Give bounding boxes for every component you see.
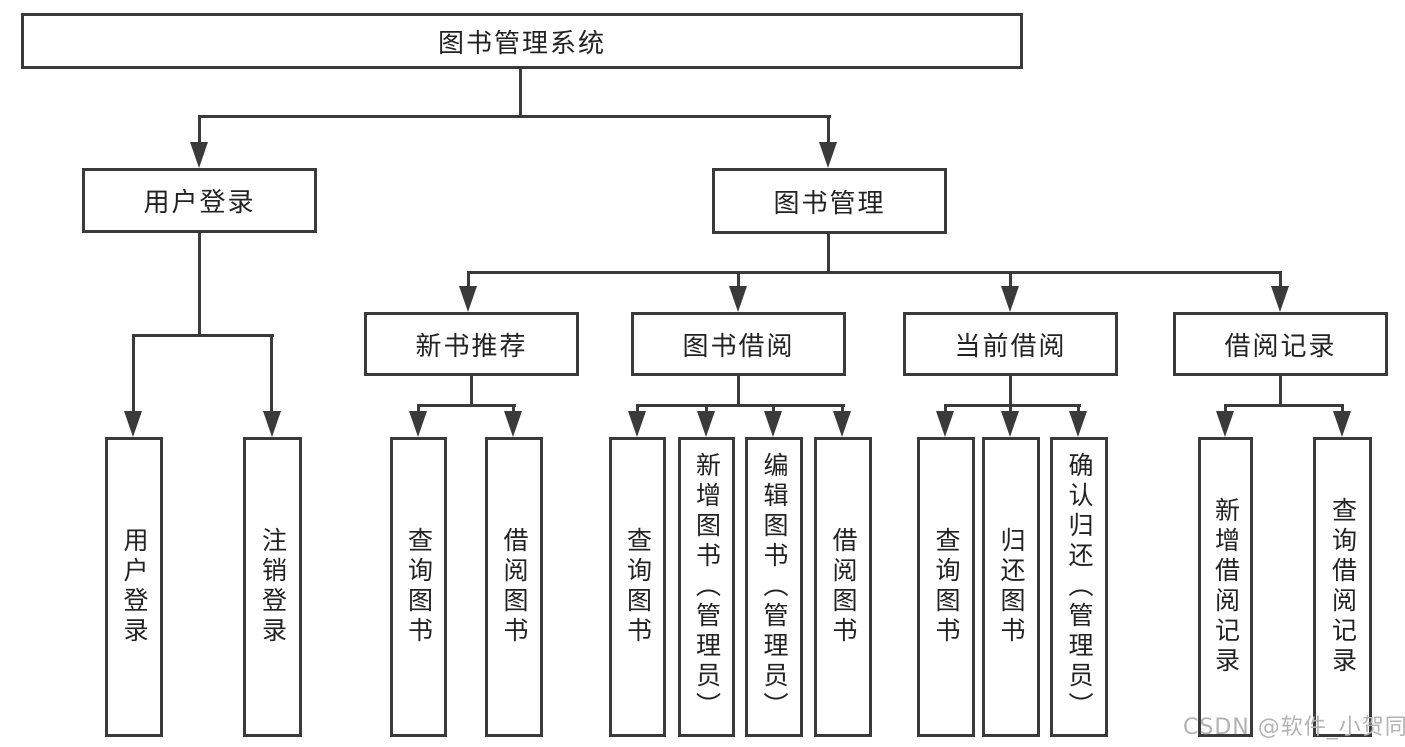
connector-line bbox=[198, 115, 831, 118]
arrow-down-icon bbox=[190, 142, 208, 168]
connector-line bbox=[467, 271, 470, 288]
arrow-down-icon bbox=[1333, 411, 1351, 437]
connector-line bbox=[737, 376, 740, 407]
connector-line bbox=[944, 404, 1081, 407]
connector-line bbox=[827, 234, 830, 273]
connector-line bbox=[841, 404, 844, 413]
connector-line bbox=[827, 115, 830, 146]
arrow-down-icon bbox=[1001, 411, 1019, 437]
leaf-record-query: 查询借阅记录 bbox=[1313, 437, 1372, 737]
watermark: CSDN @软件_小贺同学 bbox=[1183, 715, 1405, 740]
leaf-current-return-book: 归还图书 bbox=[982, 437, 1040, 737]
node-new-book-recommend: 新书推荐 bbox=[364, 312, 579, 376]
leaf-logout: 注销登录 bbox=[243, 437, 302, 737]
connector-line bbox=[1224, 404, 1227, 413]
connector-line bbox=[772, 404, 775, 413]
connector-line bbox=[1279, 376, 1282, 407]
leaf-user-login: 用户登录 bbox=[105, 437, 163, 737]
connector-line bbox=[1009, 404, 1012, 413]
arrow-down-icon bbox=[124, 411, 142, 437]
arrow-down-icon bbox=[1271, 286, 1289, 312]
arrow-down-icon bbox=[459, 286, 477, 312]
connector-line bbox=[1224, 404, 1344, 407]
connector-line bbox=[519, 69, 522, 117]
connector-line bbox=[636, 404, 845, 407]
leaf-borrow-add-book-admin: 新增图书（管理员） bbox=[678, 437, 735, 737]
connector-line bbox=[1341, 404, 1344, 413]
connector-line bbox=[467, 271, 1281, 274]
connector-line bbox=[132, 334, 274, 337]
connector-line bbox=[636, 404, 639, 413]
node-user-login: 用户登录 bbox=[82, 168, 317, 233]
arrow-down-icon bbox=[819, 142, 837, 168]
arrow-down-icon bbox=[263, 411, 281, 437]
leaf-borrow-query-book: 查询图书 bbox=[609, 437, 666, 737]
connector-line bbox=[705, 404, 708, 413]
connector-line bbox=[198, 115, 201, 146]
node-book-management: 图书管理 bbox=[712, 168, 947, 234]
node-root: 图书管理系统 bbox=[21, 13, 1023, 69]
arrow-down-icon bbox=[409, 411, 427, 437]
node-book-borrowing: 图书借阅 bbox=[631, 312, 846, 376]
connector-line bbox=[132, 334, 135, 415]
connector-line bbox=[417, 404, 420, 413]
leaf-borrow-borrow-book: 借阅图书 bbox=[814, 437, 872, 737]
leaf-borrow-edit-book-admin: 编辑图书（管理员） bbox=[745, 437, 803, 737]
connector-line bbox=[198, 233, 201, 336]
arrow-down-icon bbox=[764, 411, 782, 437]
connector-line bbox=[944, 404, 947, 413]
leaf-rec-query-book: 查询图书 bbox=[390, 437, 447, 737]
connector-line bbox=[470, 376, 473, 407]
connector-line bbox=[270, 334, 273, 415]
arrow-down-icon bbox=[729, 286, 747, 312]
arrow-down-icon bbox=[504, 411, 522, 437]
connector-line bbox=[417, 404, 516, 407]
connector-line bbox=[1009, 271, 1012, 288]
arrow-down-icon bbox=[936, 411, 954, 437]
connector-line bbox=[1279, 271, 1282, 288]
connector-line bbox=[1077, 404, 1080, 413]
leaf-record-add: 新增借阅记录 bbox=[1198, 437, 1253, 737]
arrow-down-icon bbox=[697, 411, 715, 437]
connector-line bbox=[737, 271, 740, 288]
arrow-down-icon bbox=[1216, 411, 1234, 437]
arrow-down-icon bbox=[628, 411, 646, 437]
arrow-down-icon bbox=[1069, 411, 1087, 437]
node-current-borrowing: 当前借阅 bbox=[903, 312, 1118, 376]
leaf-current-confirm-return-admin: 确认归还（管理员） bbox=[1050, 437, 1108, 737]
arrow-down-icon bbox=[1001, 286, 1019, 312]
arrow-down-icon bbox=[833, 411, 851, 437]
leaf-rec-borrow-book: 借阅图书 bbox=[485, 437, 543, 737]
node-borrowing-records: 借阅记录 bbox=[1173, 312, 1388, 376]
connector-line bbox=[512, 404, 515, 413]
connector-line bbox=[1009, 376, 1012, 407]
leaf-current-query-book: 查询图书 bbox=[917, 437, 975, 737]
